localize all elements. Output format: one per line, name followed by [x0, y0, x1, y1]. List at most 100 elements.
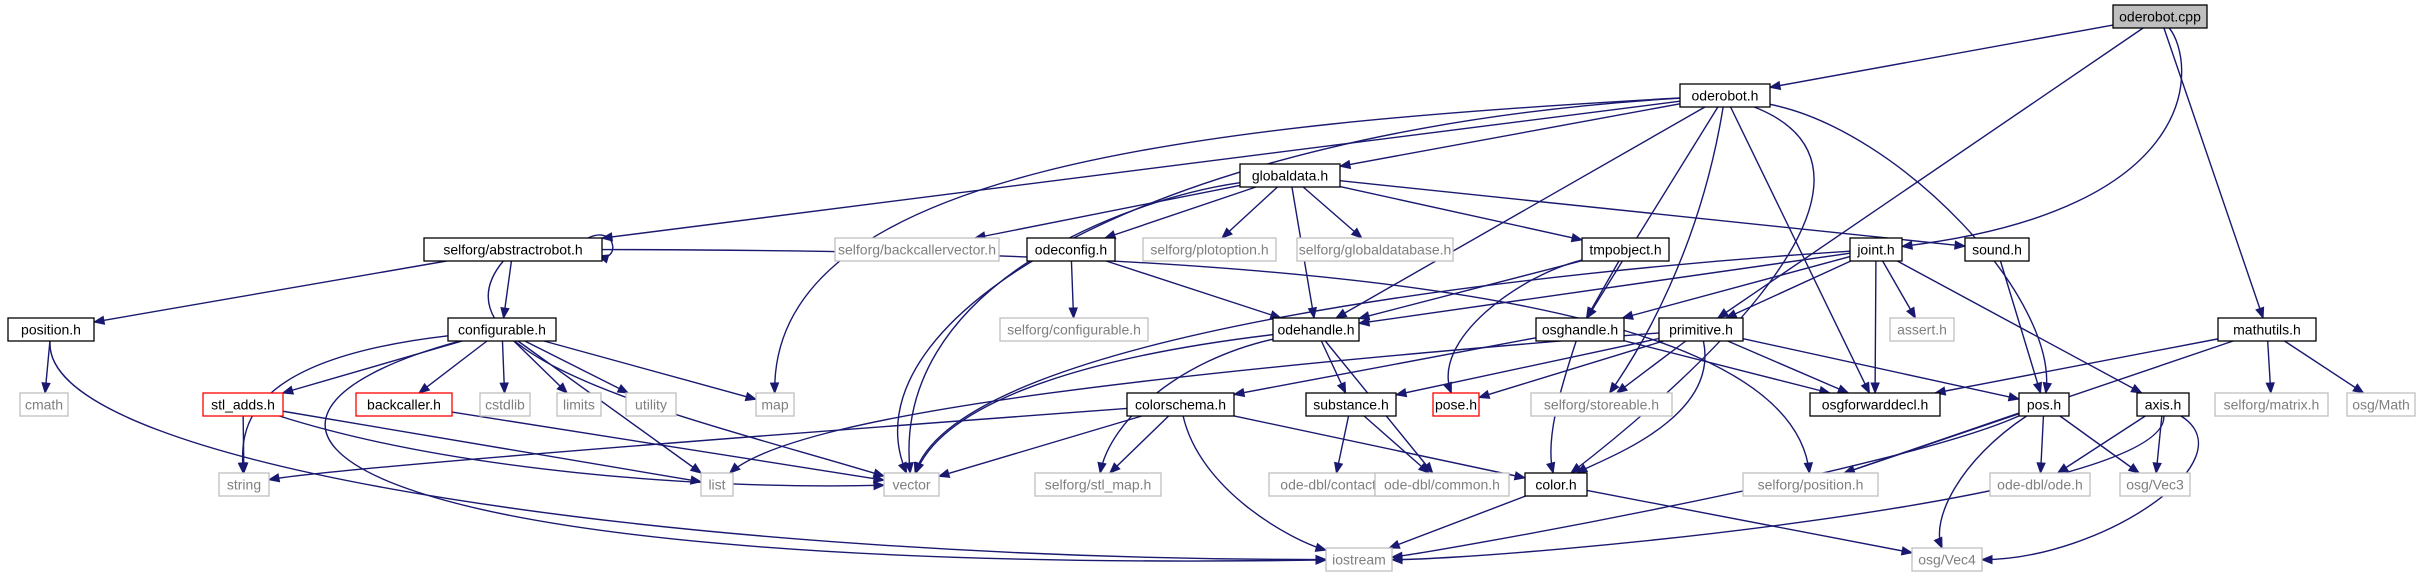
- node-label: osghandle.h: [1542, 322, 1618, 338]
- node-list[interactable]: list: [700, 472, 734, 497]
- node-backcaller-h[interactable]: backcaller.h: [355, 392, 453, 417]
- node-mathutils-h[interactable]: mathutils.h: [2217, 317, 2317, 342]
- node-odeconfig-h[interactable]: odeconfig.h: [1026, 237, 1116, 262]
- node-storeable-h[interactable]: selforg/storeable.h: [1530, 392, 1673, 417]
- node-backcallervector-h[interactable]: selforg/backcallervector.h: [834, 237, 1000, 262]
- edge-globaldata_h-to-odeconfig_h: [1104, 186, 1257, 239]
- arrowhead-primitive_h-to-color_h: [1575, 463, 1589, 474]
- edge-tmpobject_h-to-pose_h: [1447, 259, 1583, 394]
- node-selforg-position-h[interactable]: selforg/position.h: [1742, 472, 1879, 497]
- node-contact-h[interactable]: ode-dbl/contact.h: [1268, 472, 1400, 497]
- node-label: oderobot.h: [1692, 88, 1759, 104]
- edge-configurable_h-to-utility: [524, 340, 629, 394]
- node-substance-h[interactable]: substance.h: [1305, 392, 1397, 417]
- node-axis-h[interactable]: axis.h: [2136, 392, 2190, 417]
- node-label: osg/Vec3: [2126, 477, 2184, 493]
- node-label: color.h: [1535, 477, 1576, 493]
- node-box: [2214, 392, 2329, 417]
- node-oderobot-h[interactable]: oderobot.h: [1679, 83, 1771, 108]
- node-configurable-h[interactable]: configurable.h: [447, 317, 557, 342]
- node-limits[interactable]: limits: [556, 392, 602, 417]
- node-abstractrobot-h[interactable]: selforg/abstractrobot.h: [423, 237, 603, 262]
- arrowhead-pos_h-to-osg_vec4: [1933, 536, 1943, 550]
- node-common-h[interactable]: ode-dbl/common.h: [1374, 472, 1510, 497]
- node-odehandle-h[interactable]: odehandle.h: [1272, 317, 1360, 342]
- node-iostream[interactable]: iostream: [1325, 547, 1393, 572]
- node-label: ode-dbl/ode.h: [1997, 477, 2083, 493]
- node-colorschema-h[interactable]: colorschema.h: [1126, 392, 1235, 417]
- edge-primitive_h-to-pos_h: [1742, 338, 2020, 400]
- node-ode-h[interactable]: ode-dbl/ode.h: [1989, 472, 2091, 497]
- arrowhead-osghandle_h-to-colorschema_h: [1232, 387, 1246, 398]
- node-tmpobject-h[interactable]: tmpobject.h: [1581, 237, 1670, 262]
- arrowhead-odeconfig_h-to-selforg_configurable_h: [1068, 307, 1078, 320]
- arrowhead-colorschema_h-to-color_h: [1513, 471, 1527, 481]
- node-box: [755, 392, 795, 417]
- arrowhead-joint_h-to-osgforwarddecl_h: [1870, 382, 1880, 395]
- node-cstdlib[interactable]: cstdlib: [479, 392, 531, 417]
- edge-colorschema_h-to-color_h: [1233, 415, 1526, 479]
- node-globaldatabase-h[interactable]: selforg/globaldatabase.h: [1296, 237, 1454, 262]
- node-oderobot-cpp[interactable]: oderobot.cpp: [2112, 4, 2208, 29]
- edge-joint_h-to-assert_h: [1882, 260, 1916, 319]
- node-position-h[interactable]: position.h: [7, 317, 95, 342]
- edge-oderobot_h-to-pos_h: [1769, 103, 2048, 394]
- edge-abstractrobot_h-to-selforg_position_h: [601, 248, 1811, 474]
- node-osg-vec3[interactable]: osg/Vec3: [2119, 472, 2191, 497]
- node-osghandle-h[interactable]: osghandle.h: [1535, 317, 1625, 342]
- edge-configurable_h-to-map: [543, 340, 757, 400]
- node-box: [202, 392, 284, 417]
- arrowhead-globaldata_h-to-vector: [904, 462, 914, 475]
- node-pose-h[interactable]: pose.h: [1432, 392, 1480, 417]
- node-osg-math[interactable]: osg/Math: [2346, 392, 2416, 417]
- edge-axis_h-to-osg_vec4: [1981, 415, 2199, 561]
- node-label: selforg/position.h: [1758, 477, 1864, 493]
- node-box: [2119, 472, 2191, 497]
- node-string[interactable]: string: [218, 472, 270, 497]
- node-box: [883, 472, 940, 497]
- node-box: [1964, 237, 2030, 262]
- node-cmath[interactable]: cmath: [19, 392, 69, 417]
- node-osgforwarddecl-h[interactable]: osgforwarddecl.h: [1809, 392, 1941, 417]
- node-label: selforg/globaldatabase.h: [1299, 242, 1452, 258]
- node-plotoption-h[interactable]: selforg/plotoption.h: [1142, 237, 1277, 262]
- node-label: substance.h: [1313, 397, 1389, 413]
- node-globaldata-h[interactable]: globaldata.h: [1239, 163, 1341, 188]
- node-label: tmpobject.h: [1589, 242, 1661, 258]
- node-pos-h[interactable]: pos.h: [2018, 392, 2070, 417]
- arrowhead-oderobot_cpp-to-mathutils_h: [2255, 306, 2265, 320]
- node-map[interactable]: map: [755, 392, 795, 417]
- arrowhead-pos_h-to-osg_vec3: [2127, 463, 2141, 474]
- node-osg-vec4[interactable]: osg/Vec4: [1911, 547, 1983, 572]
- edge-colorschema_h-to-string: [268, 407, 1128, 481]
- node-stl-map-h[interactable]: selforg/stl_map.h: [1034, 472, 1162, 497]
- arrowhead-oderobot_h-to-storeable_h: [1608, 381, 1620, 395]
- node-vector[interactable]: vector: [883, 472, 940, 497]
- arrowhead-stl_adds_h-to-vector: [873, 480, 886, 491]
- node-label: backcaller.h: [367, 397, 441, 413]
- arrowhead-axis_h-to-osg_vec4: [1980, 554, 1993, 565]
- node-joint-h[interactable]: joint.h: [1849, 237, 1903, 262]
- node-stl-adds-h[interactable]: stl_adds.h: [202, 392, 284, 417]
- node-label: colorschema.h: [1135, 397, 1226, 413]
- node-color-h[interactable]: color.h: [1524, 472, 1588, 497]
- node-box: [1305, 392, 1397, 417]
- node-label: position.h: [21, 322, 81, 338]
- edge-mathutils_h-to-osgforwarddecl_h: [1934, 338, 2219, 394]
- arrowhead-color_h-to-iostream: [1387, 539, 1401, 549]
- node-primitive-h[interactable]: primitive.h: [1658, 317, 1744, 342]
- node-selforg-configurable-h[interactable]: selforg/configurable.h: [999, 317, 1149, 342]
- edge-joint_h-to-vector: [914, 250, 1851, 474]
- node-matrix-h[interactable]: selforg/matrix.h: [2214, 392, 2329, 417]
- node-sound-h[interactable]: sound.h: [1964, 237, 2030, 262]
- arrowhead-oderobot_h-to-vector: [897, 461, 908, 475]
- edge-stl_adds_h-to-vector: [279, 415, 885, 487]
- arrowhead-configurable_h-to-cstdlib: [499, 382, 509, 395]
- node-utility[interactable]: utility: [625, 392, 677, 417]
- node-label: vector: [892, 477, 930, 493]
- edge-colorschema_h-to-iostream: [1182, 415, 1327, 551]
- node-assert-h[interactable]: assert.h: [1889, 317, 1955, 342]
- arrowhead-configurable_h-to-list: [689, 463, 703, 474]
- arrowhead-axis_h-to-ode_h: [2056, 463, 2070, 474]
- edge-primitive_h-to-color_h: [1576, 340, 1706, 474]
